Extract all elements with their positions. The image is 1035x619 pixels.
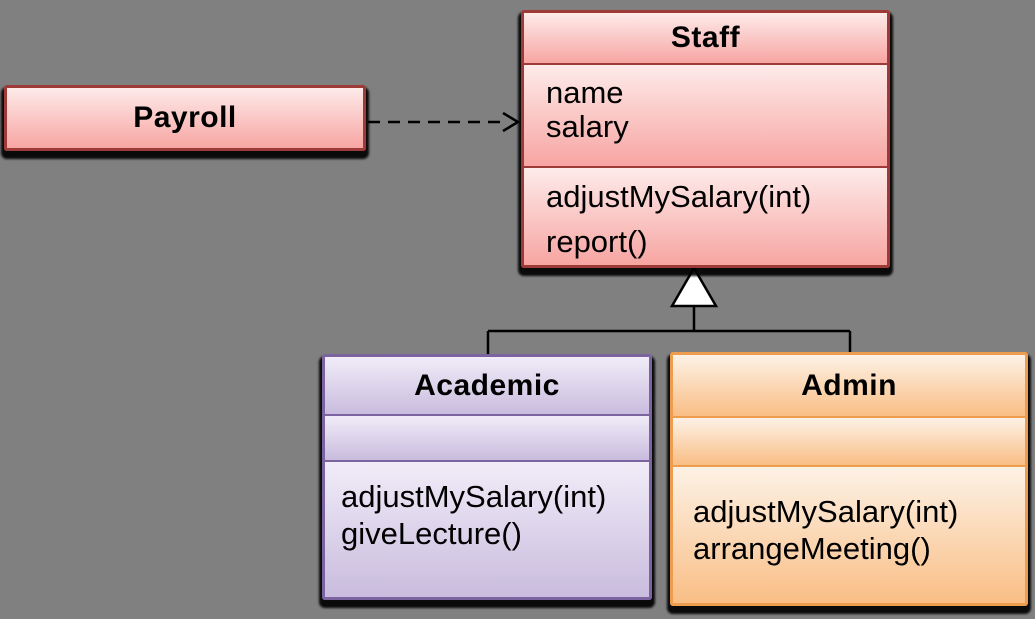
method-report: report() (546, 224, 648, 259)
class-box-payroll: Payroll (4, 85, 366, 151)
method-arrangemeeting: arrangeMeeting() (693, 531, 931, 566)
generalization-triangle-icon (669, 265, 719, 308)
attributes-compartment-admin (673, 416, 1025, 465)
class-title-staff: Staff (524, 13, 887, 63)
class-title-payroll: Payroll (7, 88, 363, 148)
class-title-admin: Admin (673, 355, 1025, 416)
methods-compartment-admin: adjustMySalary(int) arrangeMeeting() (673, 465, 1025, 603)
method-givelecture: giveLecture() (341, 516, 522, 551)
class-box-staff: Staff name salary adjustMySalary(int) re… (521, 10, 890, 268)
dependency-arrowhead-icon (502, 111, 521, 133)
methods-compartment-academic: adjustMySalary(int) giveLecture() (325, 460, 649, 597)
method-adjustmysalary: adjustMySalary(int) (341, 479, 607, 514)
attributes-compartment-staff: name salary (524, 63, 887, 166)
methods-compartment-staff: adjustMySalary(int) report() (524, 166, 887, 265)
class-box-admin: Admin adjustMySalary(int) arrangeMeeting… (670, 352, 1028, 606)
method-adjustmysalary: adjustMySalary(int) (693, 494, 959, 529)
class-title-academic: Academic (325, 357, 649, 414)
attribute-salary: salary (546, 109, 629, 144)
method-adjustmysalary: adjustMySalary(int) (546, 179, 812, 214)
class-box-academic: Academic adjustMySalary(int) giveLecture… (322, 354, 652, 600)
attribute-name: name (546, 75, 624, 110)
generalization-connector-lines (486, 305, 852, 356)
attributes-compartment-academic (325, 414, 649, 460)
